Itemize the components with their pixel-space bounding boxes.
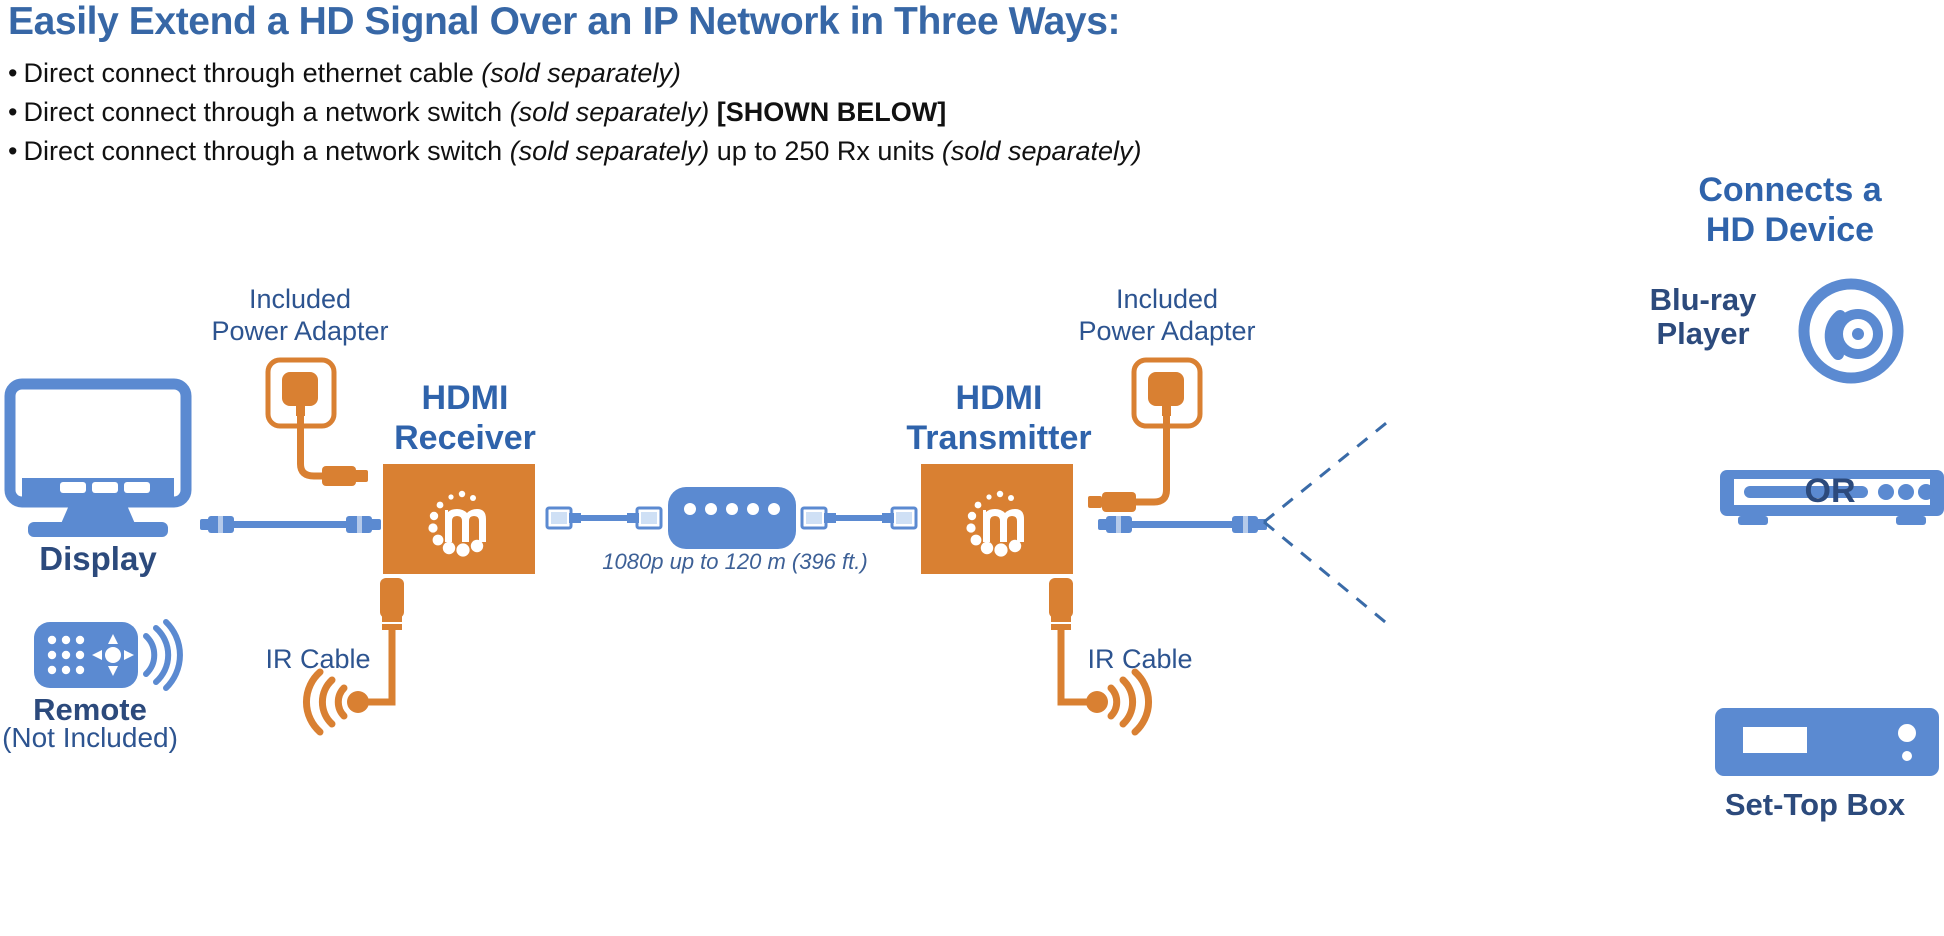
power-adapter-left-label: Included Power Adapter (180, 283, 420, 347)
receiver-label-line1: HDMI (421, 379, 509, 417)
bullet-text-0-1: (sold separately) (481, 58, 681, 88)
transmitter-label-line1: HDMI (955, 379, 1043, 417)
bullet-text-1-0: Direct connect through a network switch (23, 97, 510, 127)
bullet-text-2-1: (sold separately) (509, 136, 710, 166)
ethernet-cable-switch-to-transmitter (800, 500, 920, 536)
ir-cable-right-label: IR Cable (1087, 644, 1193, 674)
ethernet-cable-receiver-to-switch (545, 500, 665, 536)
transmitter-label: HDMI Transmitter (885, 378, 1113, 458)
receiver-label: HDMI Receiver (355, 378, 575, 458)
remote-sublabel: (Not Included) (2, 722, 178, 753)
bullet-marker: • (8, 97, 18, 127)
bullet-text-0-0: Direct connect through ethernet cable (23, 58, 482, 88)
list-item: •Direct connect through ethernet cable (… (8, 54, 1608, 93)
bullet-marker: • (8, 58, 18, 88)
ir-cable-right (1035, 578, 1165, 738)
power-adapter-right-line2: Power Adapter (1078, 316, 1256, 346)
set-top-box-icon (1715, 708, 1939, 780)
bullet-text-1-3: [SHOWN BELOW] (716, 97, 947, 127)
monitor-icon (4, 378, 198, 542)
power-adapter-right-label: Included Power Adapter (1046, 283, 1288, 347)
remote-control-icon (34, 619, 183, 691)
power-adapter-left-line2: Power Adapter (211, 316, 389, 346)
hdmi-cable-transmitter-to-source (1098, 508, 1268, 542)
remote-label: Remote (33, 692, 147, 727)
list-item: •Direct connect through a network switch… (8, 132, 1608, 171)
connects-heading: Connects a HD Device (1640, 170, 1940, 250)
dashed-connector-lines (1258, 398, 1438, 658)
power-adapter-right-line1: Included (1115, 284, 1219, 314)
ir-cable-left (300, 578, 430, 738)
bluray-player-icon (1720, 470, 1944, 530)
bullet-marker: • (8, 136, 18, 166)
page-title: Easily Extend a HD Signal Over an IP Net… (8, 0, 1121, 43)
manhattan-m-logo (428, 490, 486, 557)
bluray-disc-icon (1798, 278, 1904, 384)
bullet-text-2-3: (sold separately) (941, 136, 1142, 166)
connects-heading-line1: Connects a (1698, 171, 1882, 209)
bluray-label: Blu-ray Player (1618, 283, 1788, 351)
power-adapter-icon (1088, 357, 1272, 528)
hdmi-transmitter-device (921, 464, 1073, 574)
list-item: •Direct connect through a network switch… (8, 93, 1608, 132)
connects-heading-line2: HD Device (1705, 211, 1875, 249)
bluray-label-line2: Player (1656, 316, 1750, 351)
power-adapter-icon (265, 357, 406, 528)
manhattan-m-logo (966, 490, 1024, 557)
bullet-list: •Direct connect through ethernet cable (… (8, 54, 1608, 171)
hdmi-receiver-device (383, 464, 535, 574)
bullet-text-2-0: Direct connect through a network switch (23, 136, 510, 166)
display-label: Display (39, 540, 157, 577)
ir-cable-left-label: IR Cable (265, 644, 371, 674)
hdmi-cable-display-to-receiver (200, 508, 382, 542)
network-switch-icon (668, 487, 796, 549)
or-label: OR (1804, 472, 1856, 510)
receiver-label-line2: Receiver (394, 419, 536, 457)
link-caption: 1080p up to 120 m (396 ft.) (602, 549, 868, 574)
settop-label: Set-Top Box (1724, 787, 1906, 822)
bluray-label-line1: Blu-ray (1649, 282, 1757, 317)
bullet-text-1-1: (sold separately) (509, 97, 710, 127)
bullet-text-1-2 (709, 97, 717, 127)
transmitter-label-line2: Transmitter (906, 419, 1092, 457)
bullet-text-2-2: up to 250 Rx units (709, 136, 942, 166)
power-adapter-left-line1: Included (248, 284, 352, 314)
